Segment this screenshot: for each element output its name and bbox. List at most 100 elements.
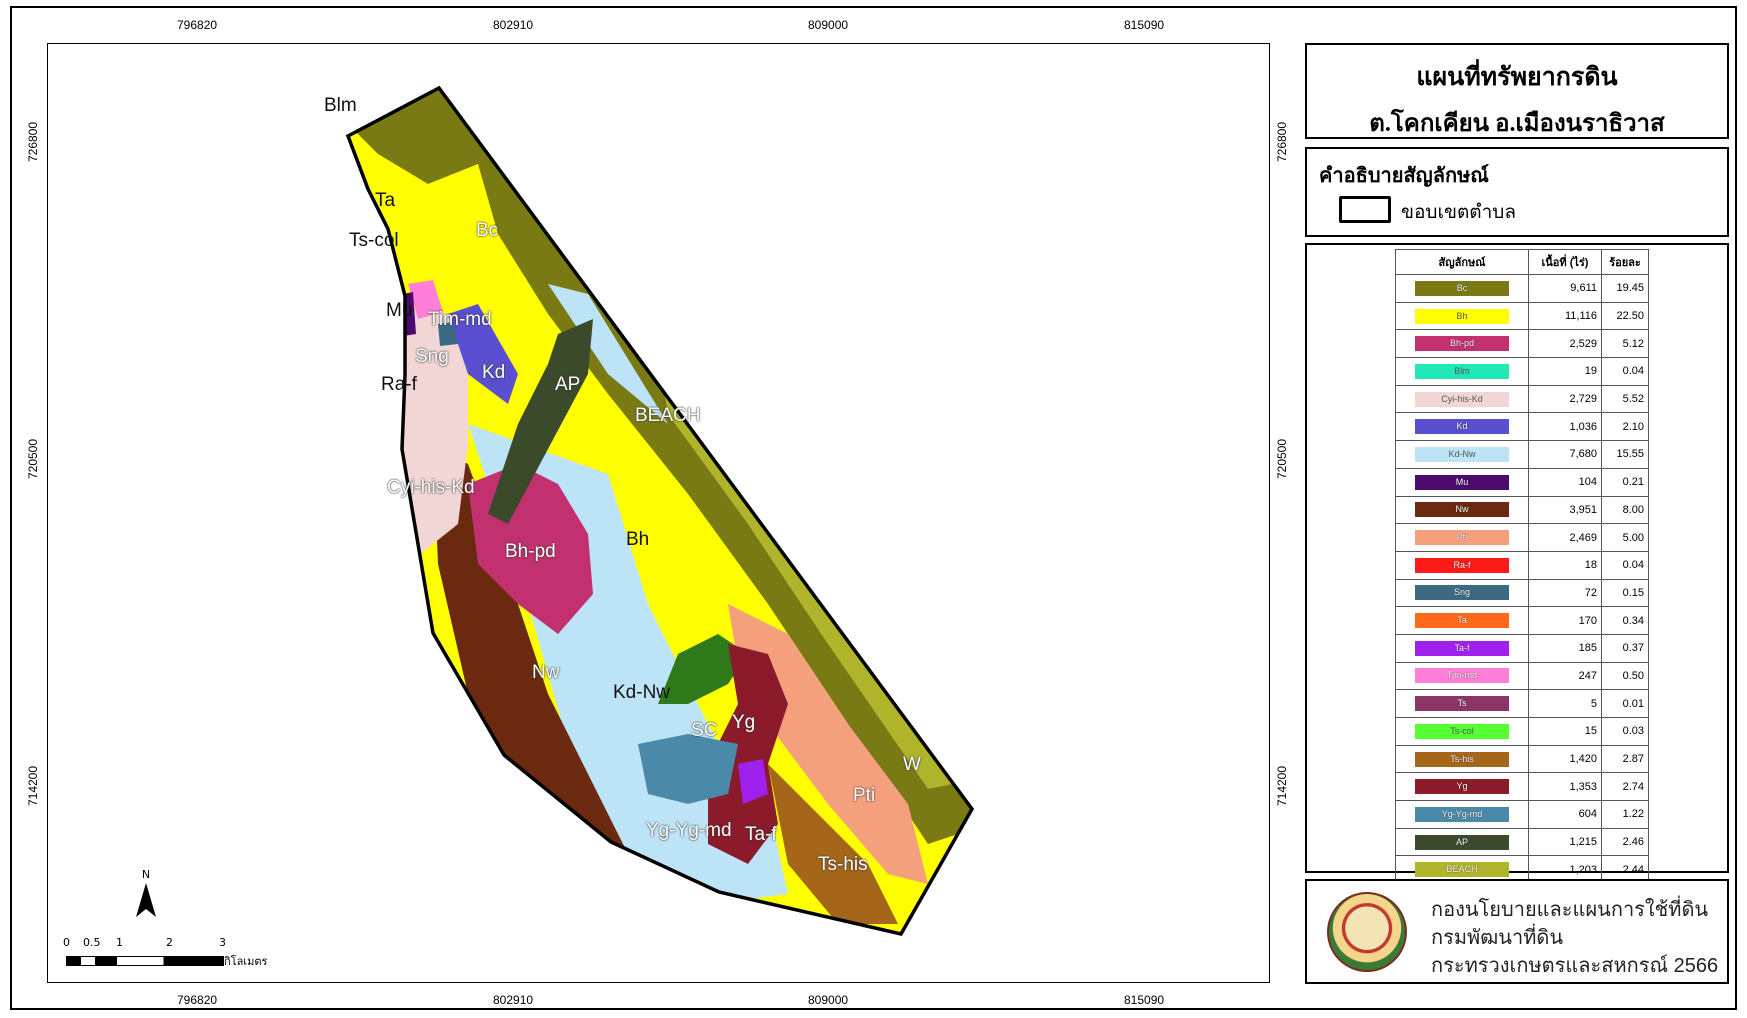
percent-cell: 2.10 <box>1601 412 1649 442</box>
label-ap: AP <box>555 374 581 395</box>
percent-cell: 2.74 <box>1601 772 1649 802</box>
north-arrow: N <box>134 868 158 923</box>
symbol-cell: AP <box>1395 827 1529 857</box>
x-coord-top-2: 802910 <box>493 18 534 32</box>
legend-panel: คำอธิบายสัญลักษณ์ ขอบเขตตำบล <box>1305 147 1729 237</box>
col-percent: ร้อยละ <box>1601 249 1649 275</box>
area-cell: 1,420 <box>1528 744 1602 774</box>
area-cell: 18 <box>1528 550 1602 580</box>
percent-cell: 5.00 <box>1601 523 1649 552</box>
symbol-swatch: Yg-Yg-md <box>1415 806 1509 822</box>
percent-cell: 0.50 <box>1601 661 1649 691</box>
map-area[interactable]: Blm Ta Ts-col Bc Mu Tim-md Sng Kd AP Ra-… <box>47 43 1270 983</box>
symbol-cell: Yg <box>1395 772 1529 802</box>
label-sng: Sng <box>415 346 449 367</box>
north-label: N <box>141 868 151 881</box>
symbol-swatch: Yg <box>1415 779 1509 795</box>
symbol-cell: Kd <box>1395 412 1529 442</box>
label-ta-f: Ta-f <box>745 824 777 845</box>
symbol-swatch: Blm <box>1415 363 1509 379</box>
symbol-cell: Pti <box>1395 523 1529 552</box>
zone-yg-md <box>638 734 738 804</box>
zone-kd-nw-strip <box>548 284 668 424</box>
legend-title: คำอธิบายสัญลักษณ์ <box>1319 165 1489 187</box>
x-coord-top-4: 815090 <box>1124 18 1165 32</box>
label-ts-his: Ts-his <box>818 854 868 875</box>
label-kd-nw: Kd-Nw <box>613 682 671 703</box>
symbol-swatch: Bh <box>1415 308 1509 324</box>
col-area: เนื้อที่ (ไร่) <box>1528 249 1602 275</box>
boundary-label: ขอบเขตตำบล <box>1401 201 1516 223</box>
scale-tick-2: 2 <box>166 936 173 949</box>
area-cell: 15 <box>1528 717 1602 746</box>
symbol-cell: Kd-Nw <box>1395 440 1529 469</box>
area-cell: 72 <box>1528 578 1602 608</box>
percent-cell: 0.21 <box>1601 467 1649 497</box>
symbol-swatch: Nw <box>1415 502 1509 518</box>
percent-cell: 1.22 <box>1601 800 1649 829</box>
label-pti: Pti <box>853 785 876 806</box>
symbol-swatch: Mu <box>1415 474 1509 490</box>
soil-map-svg <box>345 85 975 936</box>
percent-cell: 15.55 <box>1601 440 1649 469</box>
area-cell: 170 <box>1528 606 1602 635</box>
label-tim-md: Tim-md <box>428 309 492 330</box>
percent-cell: 5.52 <box>1601 384 1649 414</box>
label-mu: Mu <box>386 300 413 321</box>
y-coord-left-1: 726800 <box>26 121 41 163</box>
org-line-1: กองนโยบายและแผนการใช้ที่ดิน <box>1431 899 1709 921</box>
area-cell: 2,469 <box>1528 523 1602 552</box>
percent-cell: 0.01 <box>1601 689 1649 718</box>
zone-ts-his <box>768 764 898 924</box>
symbol-swatch: Sng <box>1415 585 1509 601</box>
zone-pti <box>728 604 928 884</box>
symbol-swatch: Ta-f <box>1415 640 1509 656</box>
symbol-swatch: Ra-f <box>1415 557 1509 573</box>
label-nw: Nw <box>532 662 560 683</box>
area-cell: 104 <box>1528 467 1602 497</box>
area-cell: 19 <box>1528 357 1602 386</box>
label-ra-f: Ra-f <box>381 374 417 395</box>
symbol-cell: Cyi-his-Kd <box>1395 384 1529 414</box>
scale-tick-0: 0 <box>63 936 70 949</box>
symbol-cell: Yg-Yg-md <box>1395 800 1529 829</box>
symbol-swatch: Pti <box>1415 530 1509 546</box>
label-ts-col: Ts-col <box>349 230 399 251</box>
ldd-logo <box>1327 892 1407 972</box>
label-ta: Ta <box>375 190 396 211</box>
area-cell: 185 <box>1528 633 1602 663</box>
symbol-swatch: Ts-col <box>1415 723 1509 739</box>
percent-cell: 0.03 <box>1601 717 1649 746</box>
scale-tick-0-5: 0.5 <box>83 936 101 949</box>
symbol-swatch: Tim-md <box>1415 668 1509 684</box>
percent-cell: 0.04 <box>1601 357 1649 386</box>
y-coord-right-1: 726800 <box>1275 121 1290 163</box>
area-cell: 1,353 <box>1528 772 1602 802</box>
zone-tim-md <box>408 280 443 319</box>
label-yg: Yg <box>732 712 756 733</box>
label-bh-pd: Bh-pd <box>505 541 556 562</box>
tambon-boundary <box>345 85 975 936</box>
label-w: W <box>903 754 921 775</box>
percent-cell: 5.12 <box>1601 329 1649 359</box>
symbol-cell: Ra-f <box>1395 550 1529 580</box>
title-panel: แผนที่ทรัพยากรดิน ต.โคกเคียน อ.เมืองนราธ… <box>1305 43 1729 176</box>
area-cell: 9,611 <box>1528 274 1602 303</box>
symbol-swatch: Bc <box>1415 280 1509 296</box>
percent-cell: 22.50 <box>1601 301 1649 331</box>
